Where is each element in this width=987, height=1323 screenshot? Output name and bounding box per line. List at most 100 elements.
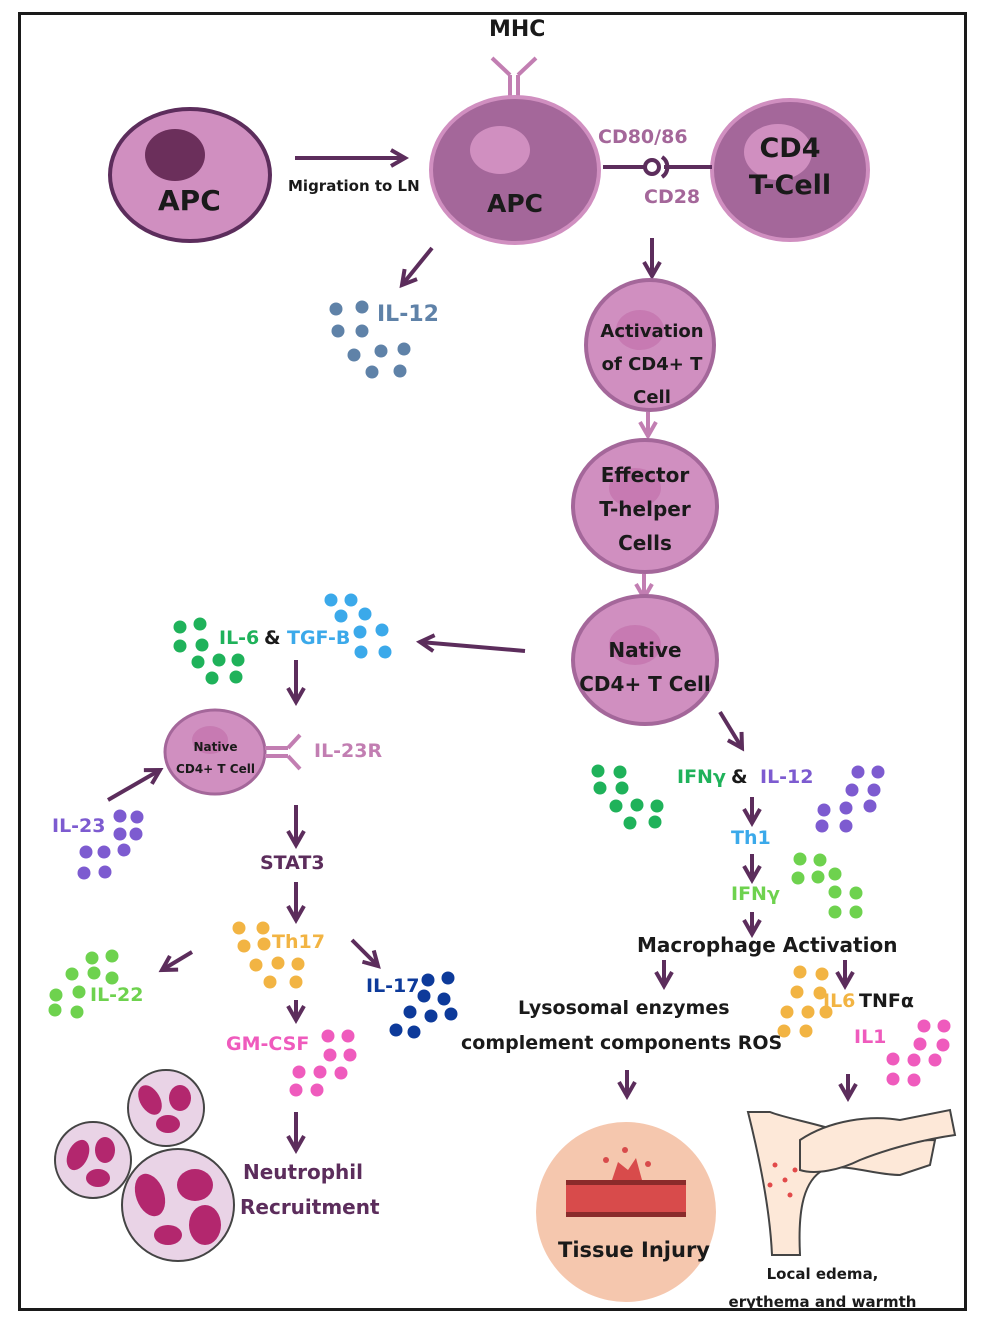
cytokine-dot [191, 655, 205, 669]
cytokine-dot [347, 348, 361, 362]
cytokine-dot [777, 1024, 791, 1038]
cytokine-dot [813, 853, 827, 867]
cytokine-dot [801, 1005, 815, 1019]
il23-label: IL-23 [52, 815, 106, 837]
cytokine-dot [291, 957, 305, 971]
cytokine-dot [397, 342, 411, 356]
neutrophil-icon [54, 1069, 235, 1262]
cytokine-dot [389, 1023, 403, 1037]
cytokine-dot [839, 819, 853, 833]
tgfb-dots [324, 593, 392, 659]
cytokine-dot [130, 810, 144, 824]
cytokine-dot [271, 956, 285, 970]
cytokine-dot [113, 809, 127, 823]
cytokine-dot [403, 1005, 417, 1019]
cytokine-dot [648, 815, 662, 829]
gmcsf-dots [289, 1029, 357, 1097]
cytokine-dot [421, 973, 435, 987]
cytokine-dot [593, 781, 607, 795]
ifng-left-dots [591, 764, 664, 830]
cytokine-dot [374, 344, 388, 358]
cytokine-dot [407, 1025, 421, 1039]
cytokine-dot [79, 845, 93, 859]
cytokine-dot [105, 971, 119, 985]
cytokine-dot [70, 1005, 84, 1019]
cytokine-dot [77, 866, 91, 880]
tissue-injury-label: Tissue Injury [558, 1238, 710, 1262]
cd28-label: CD28 [644, 186, 701, 208]
mhc-receptor-icon [490, 56, 538, 100]
complement-label: complement components ROS [461, 1032, 783, 1054]
edema-line-2: erythema and warmth [728, 1293, 917, 1311]
th17-label: Th17 [272, 931, 325, 953]
cytokine-dot [289, 1083, 303, 1097]
cytokine-dot [828, 867, 842, 881]
cytokine-dot [343, 1048, 357, 1062]
cytokine-dot [845, 783, 859, 797]
cytokine-dot [329, 302, 343, 316]
il12-top-dots [329, 300, 411, 379]
ifng-mid-label: IFNγ [731, 883, 780, 905]
cytokine-dot [334, 1066, 348, 1080]
effector-line-2: T-helper [599, 497, 691, 521]
cytokine-dot [907, 1053, 921, 1067]
cytokine-dot [937, 1019, 951, 1033]
cytokine-dot [354, 645, 368, 659]
cytokine-dot [355, 300, 369, 314]
cytokine-dot [173, 639, 187, 653]
cytokine-dot [819, 1005, 833, 1019]
th1-label: Th1 [731, 827, 771, 849]
cytokine-dot [310, 1083, 324, 1097]
cytokine-dot [97, 845, 111, 859]
cytokine-dot [344, 593, 358, 607]
cytokine-dot [393, 364, 407, 378]
cytokine-dot [375, 623, 389, 637]
il23r-receptor-icon [265, 733, 302, 771]
cytokine-dot [613, 765, 627, 779]
cytokine-dot [289, 975, 303, 989]
cytokine-dot [623, 816, 637, 830]
effector-line-1: Effector [600, 463, 690, 487]
cytokine-dot [828, 885, 842, 899]
cytokine-dot [444, 1007, 458, 1021]
il12-right-dots [815, 765, 885, 833]
il1-dots [886, 1019, 951, 1087]
edema-label: Local edema, erythema and warmth [725, 1260, 920, 1316]
cytokine-dot [232, 921, 246, 935]
native-center-label: Native CD4+ T Cell [575, 633, 715, 701]
cytokine-dot [358, 607, 372, 621]
th17-dots [232, 921, 305, 989]
gmcsf-label: GM-CSF [226, 1033, 310, 1055]
il22-label: IL-22 [90, 984, 144, 1006]
neutrophil-line-1: Neutrophil [243, 1160, 363, 1184]
th17-to-il17-arrow [350, 938, 381, 969]
il6-dots [173, 617, 245, 685]
cytokine-dot [790, 985, 804, 999]
il23-to-native-small-arrow [107, 767, 164, 802]
effector-label: Effector T-helper Cells [580, 458, 710, 560]
cytokine-dot [263, 975, 277, 989]
cytokine-dot [323, 1048, 337, 1062]
cytokine-dot [48, 1003, 62, 1017]
cytokine-dot [780, 1005, 794, 1019]
effector-line-3: Cells [618, 531, 672, 555]
native-small-label: Native CD4+ T Cell [168, 736, 263, 780]
migration-label: Migration to LN [288, 177, 420, 195]
cytokine-dot [212, 653, 226, 667]
native-to-ifng-arrow [718, 710, 745, 752]
cytokine-dot [229, 670, 243, 684]
cytokine-dot [417, 989, 431, 1003]
cytokine-dot [851, 765, 865, 779]
il22-dots [48, 949, 119, 1019]
apc-left-label: APC [158, 184, 221, 217]
cytokine-dot [828, 905, 842, 919]
cytokine-dot [936, 1038, 950, 1052]
cytokine-dot [591, 764, 605, 778]
amp-right-label: & [731, 766, 748, 788]
th17-to-il22-arrow [158, 950, 194, 973]
cytokine-dot [231, 653, 245, 667]
il17-label: IL-17 [366, 975, 420, 997]
neutrophil-label: Neutrophil Recruitment [240, 1155, 380, 1225]
cytokine-dot [871, 765, 885, 779]
cytokine-dot [331, 324, 345, 338]
